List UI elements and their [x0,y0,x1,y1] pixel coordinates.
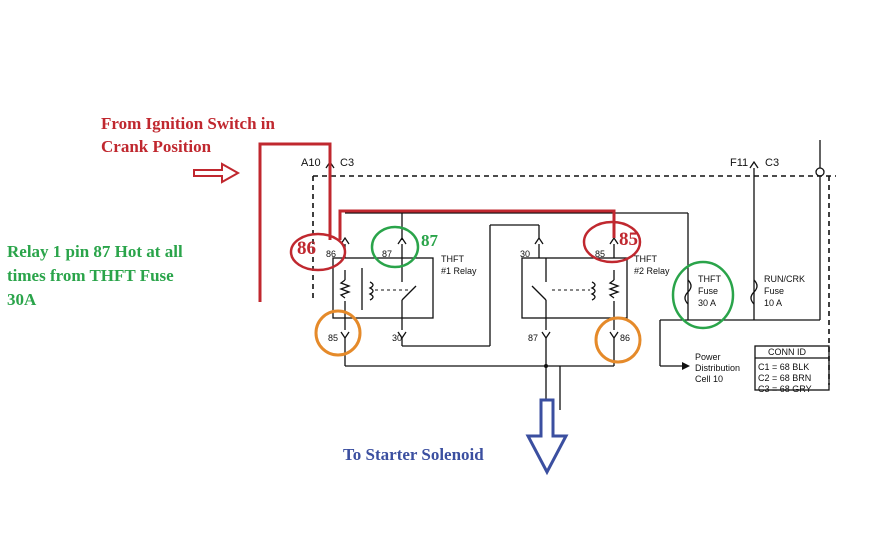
relay2-pin87-label: 87 [528,333,538,343]
power-distribution-label: Power Distribution Cell 10 [695,352,740,384]
conn-id-row: C1 = 68 BLK [758,362,809,372]
red-ignition-wire [258,142,616,302]
pin86-callout-label: 86 [297,238,316,259]
thft-fuse-line1: THFT [698,274,721,284]
thft-fuse-callout-circle [671,260,735,330]
connector-c3-right-label: C3 [765,157,779,169]
conn-id-table: CONN ID C1 = 68 BLK C2 = 68 BRN C3 = 68 … [754,345,830,394]
power-dist-line2: Distribution [695,363,740,373]
relay1-label-line2: #1 Relay [441,266,477,276]
callout-circles [289,220,735,364]
relay2-pin86-callout-circle [594,316,642,364]
relay-2: 30 85 THFT #2 Relay 87 86 [520,236,670,343]
conn-id-row: C2 = 68 BRN [758,373,811,383]
runcrk-fuse-line1: RUN/CRK [764,274,805,284]
ignition-note-line2: Crank Position [101,137,212,156]
component-boundary [312,175,836,385]
runcrk-fuse-line2: Fuse [764,286,784,296]
conn-id-title: CONN ID [768,347,807,357]
relay1-pin85-callout-circle [314,309,362,357]
relay1-pin85-label: 85 [328,333,338,343]
relay2-label-line2: #2 Relay [634,266,670,276]
connector-a10-c3: A10 C3 [301,157,354,176]
relay1-pin30-label: 30 [392,333,402,343]
runcrk-fuse: RUN/CRK Fuse 10 A [750,274,805,308]
relay2-pin30-label: 30 [520,249,530,259]
relay1-pin86-label: 86 [326,249,336,259]
thft-fuse: THFT Fuse 30 A [684,274,721,308]
fuse-bus [659,319,820,370]
runcrk-fuse-line3: 10 A [764,298,782,308]
relay1-pin87-label: 87 [382,249,392,259]
relay2-pin86-label: 86 [620,333,630,343]
pin85-callout-circle [582,220,642,264]
conn-id-row: C3 = 68 GRY [758,384,812,394]
to-starter-label: To Starter Solenoid [343,445,484,464]
starter-arrow-icon [525,398,569,476]
ignition-arrow-icon [193,162,241,184]
thft-fuse-line3: 30 A [698,298,716,308]
power-dist-line1: Power [695,352,721,362]
pin86-callout-circle [289,232,347,272]
relay1-note-line3: 30A [7,290,37,309]
connector-c3-left-label: C3 [340,157,354,169]
connector-f11-label: F11 [730,157,748,169]
pin87-callout-circle [370,225,420,269]
relay-1: 86 87 THFT #1 Relay 85 30 [326,236,477,343]
relay1-note-line2: times from THFT Fuse [7,266,174,285]
connector-a10-label: A10 [301,157,321,169]
ignition-note-line1: From Ignition Switch in [101,114,275,133]
top-right-feed [815,140,825,320]
power-dist-line3: Cell 10 [695,374,723,384]
relay2-pin85-label: 85 [595,249,605,259]
pin87-callout-label: 87 [421,231,438,250]
connector-f11-c3: F11 C3 [730,157,779,320]
relay1-label-line1: THFT [441,254,464,264]
relay1-note-line1: Relay 1 pin 87 Hot at all [7,242,183,261]
thft-fuse-line2: Fuse [698,286,718,296]
pin85-callout-label: 85 [619,229,638,250]
relay2-label-line1: THFT [634,254,657,264]
